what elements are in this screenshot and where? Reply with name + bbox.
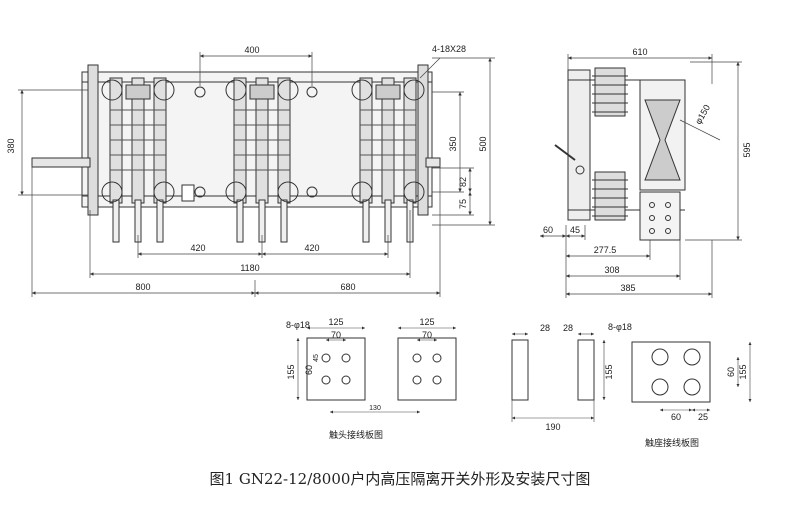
drive-shaft [31, 157, 91, 168]
seat-terminal-plate [631, 341, 711, 403]
dim-60-seat-h: 60 [671, 412, 681, 422]
dim-420-left: 420 [190, 243, 205, 253]
front-dimensions [18, 52, 495, 297]
seat-plates [511, 339, 711, 403]
dim-155-seat: 155 [604, 364, 614, 379]
dim-28-b: 28 [563, 323, 573, 333]
contact-plate-labels: 8-φ18 125 70 125 70 155 60 45 130 触头接线板图 [286, 317, 435, 441]
dim-1180: 1180 [240, 263, 259, 273]
dim-60-side: 60 [543, 225, 553, 235]
dim-190: 190 [545, 422, 560, 432]
phase-pole [101, 77, 175, 243]
dim-28-a: 28 [540, 323, 550, 333]
dim-680: 680 [340, 282, 355, 292]
seat-holes-label: 8-φ18 [608, 322, 632, 332]
dim-380: 380 [6, 138, 16, 153]
insulator-bottom [594, 171, 626, 221]
seat-plate-dimensions [511, 332, 752, 422]
contact-plate-right [397, 337, 457, 401]
dim-75: 75 [458, 199, 468, 209]
contact-plate-left [306, 337, 366, 401]
dim-125-b: 125 [419, 317, 434, 327]
dim-130: 130 [369, 405, 381, 412]
figure-caption: 图1 GN22-12/8000户内高压隔离开关外形及安装尺寸图 [210, 470, 591, 488]
dim-385: 385 [620, 283, 635, 293]
seat-plates-label: 触座接线板图 [645, 437, 699, 449]
dim-277-5: 277.5 [594, 245, 617, 255]
dim-595: 595 [742, 142, 752, 157]
side-view [554, 67, 686, 241]
dim-155-contact: 155 [286, 364, 296, 379]
seat-plate-left [511, 339, 529, 401]
dim-45-contact: 45 [313, 354, 320, 362]
dim-60-contact: 60 [304, 365, 314, 375]
dim-155-seat-v: 155 [738, 364, 748, 379]
phase-pole [225, 77, 299, 243]
front-dimension-labels: 400 4-18X28 380 350 500 82 75 420 420 11… [6, 44, 488, 292]
dim-25-seat: 25 [698, 412, 708, 422]
contact-plates-label: 触头接线板图 [329, 429, 383, 441]
phase-pole [351, 77, 425, 243]
dim-500: 500 [478, 136, 488, 151]
insulator-top [594, 67, 626, 117]
dim-420-right: 420 [304, 243, 319, 253]
dim-800: 800 [135, 282, 150, 292]
seat-plate-labels: 28 28 155 190 8-φ18 60 155 60 25 触座接线板图 [540, 322, 748, 449]
dim-400: 400 [244, 45, 259, 55]
side-dimensions [540, 54, 742, 298]
terminal-plate [639, 191, 681, 241]
dim-70-a: 70 [331, 330, 341, 340]
contact-plate-dimensions [296, 326, 456, 414]
dim-82: 82 [458, 177, 468, 187]
front-view [31, 64, 441, 243]
dim-350: 350 [448, 136, 458, 151]
dim-610: 610 [632, 47, 647, 57]
contact-holes-label: 8-φ18 [286, 320, 310, 330]
dim-60-seat-v: 60 [726, 367, 736, 377]
dim-phi150: φ150 [693, 103, 712, 126]
dim-hole-spec: 4-18X28 [432, 44, 466, 54]
dim-45-side: 45 [570, 225, 580, 235]
contact-plates [306, 337, 457, 401]
dim-308: 308 [604, 265, 619, 275]
dim-125-a: 125 [328, 317, 343, 327]
seat-plate-right [577, 339, 595, 401]
dim-70-b: 70 [422, 330, 432, 340]
